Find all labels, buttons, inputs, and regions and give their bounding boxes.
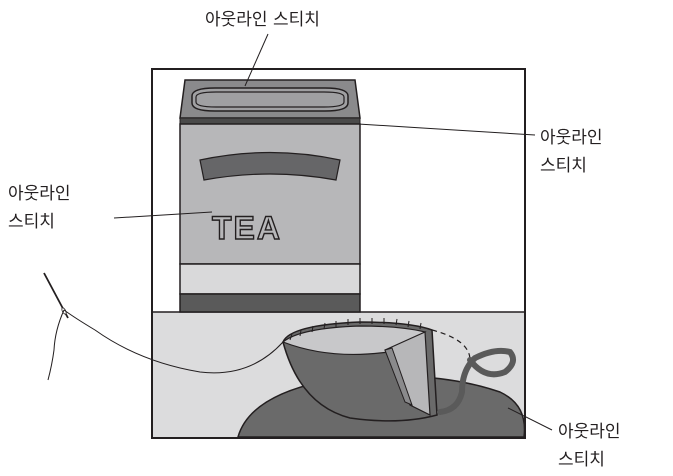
thread-tail [47, 309, 65, 381]
teacup [281, 318, 517, 422]
needle-and-thread [43, 272, 284, 381]
tin-body [179, 123, 361, 265]
lid-oval-outline [191, 87, 349, 112]
cup-handle [437, 347, 517, 415]
leader-lines [113, 33, 553, 431]
label-top-outline-stitch: 아웃라인 스티치 [205, 10, 320, 30]
tea-tin: TEA [179, 79, 361, 313]
thread [63, 309, 284, 374]
tin-text: TEA [212, 210, 282, 246]
tin-label-band [199, 151, 341, 181]
